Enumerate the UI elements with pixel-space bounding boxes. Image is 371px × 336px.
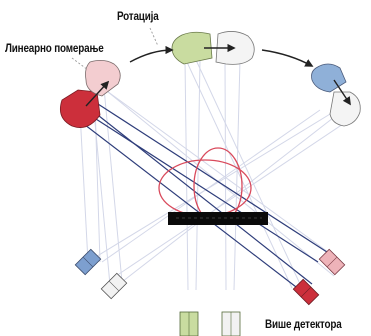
- source-red: [59, 89, 101, 128]
- source-light: [329, 91, 361, 127]
- source-pink: [85, 60, 121, 97]
- rotation-label: Ротација: [117, 11, 159, 23]
- linear-shift-label: Линеарно померање: [5, 43, 104, 55]
- multiple-detectors-label: Више детектора: [265, 319, 342, 331]
- faint-rays: [79, 59, 353, 291]
- detector-slab: [168, 212, 268, 225]
- source-green: [171, 31, 213, 65]
- detector-green-right: [221, 311, 241, 336]
- source-blue: [311, 63, 347, 93]
- detector-light-left: [100, 272, 128, 300]
- label-pointers: [71, 27, 159, 71]
- detector-green-left: [179, 311, 199, 336]
- detector-pink: [318, 248, 346, 276]
- dark-rays: [75, 103, 331, 291]
- detector-blue: [74, 248, 102, 276]
- motion-arrows: [85, 43, 351, 107]
- detector-red: [292, 278, 320, 306]
